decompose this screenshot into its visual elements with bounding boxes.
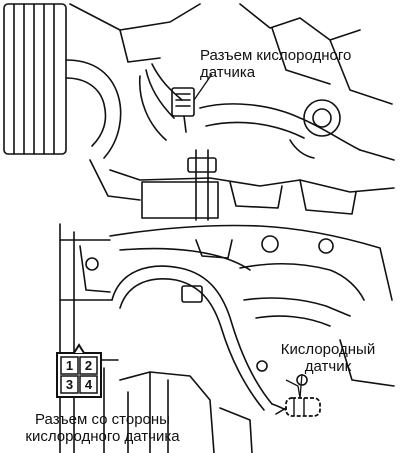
label-line: Кислородный (280, 341, 376, 358)
label-line: Разъем со стороны (35, 411, 170, 428)
label-line: кислородного датчика (25, 428, 180, 445)
pin-2: 2 (85, 358, 92, 373)
upper-engine-view (3, 3, 395, 221)
label-oxygen-sensor-connector: Разъем кислородного датчика (200, 47, 351, 81)
pin-3: 3 (66, 377, 73, 392)
leader-sensor (299, 373, 303, 399)
connector-pinout: 1 2 3 4 (56, 343, 102, 398)
pin-1: 1 (66, 358, 73, 373)
label-line: датчика (200, 64, 256, 81)
label-line: датчик (304, 358, 352, 375)
leader-lines (193, 73, 303, 399)
oxygen-sensor (285, 397, 321, 417)
pin-4: 4 (85, 377, 93, 392)
label-line: Разъем кислородного (200, 47, 352, 64)
label-harness-side-connector: Разъем со стороны кислородного датчика (10, 411, 195, 445)
label-oxygen-sensor: Кислородный датчик (268, 341, 388, 375)
leader-top-connector (193, 73, 213, 101)
